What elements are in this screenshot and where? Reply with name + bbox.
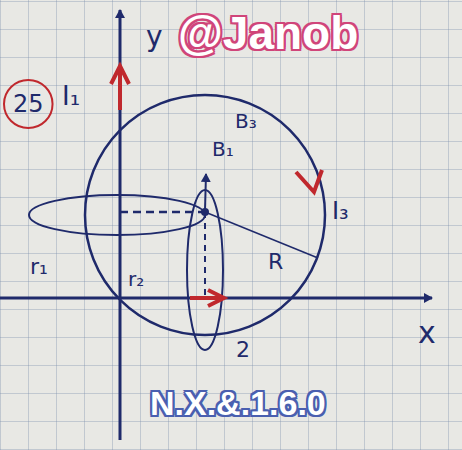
radius-label: R	[268, 250, 283, 274]
field-loop-2	[187, 190, 223, 350]
radius-label: r₂	[128, 268, 144, 290]
circled-number: 25	[2, 78, 55, 130]
dashed-line	[204, 212, 206, 296]
watermark: N.X.&.1.6.0	[150, 385, 326, 422]
x-axis	[0, 297, 432, 300]
current-arrow	[208, 290, 224, 306]
field-label: B₃	[235, 110, 257, 132]
dashed-line	[120, 211, 205, 214]
current-loop-3	[85, 95, 325, 335]
dimension-label: 2	[236, 338, 250, 362]
field-vector	[205, 174, 206, 210]
y-axis	[119, 10, 122, 440]
node-text: 25	[13, 92, 44, 116]
axis-label: x	[418, 316, 436, 349]
radius-line	[205, 212, 318, 258]
field-label: B₁	[212, 138, 234, 160]
current-arrow	[118, 70, 122, 110]
field-loop-1	[29, 195, 205, 235]
watermark: @Janob	[178, 8, 358, 59]
current-label: I₁	[62, 82, 80, 111]
current-arrow	[296, 170, 322, 192]
current-label: I₃	[332, 198, 349, 224]
radius-label: r₁	[30, 255, 48, 279]
current-arrow	[111, 66, 129, 84]
axis-label: y	[146, 22, 163, 53]
